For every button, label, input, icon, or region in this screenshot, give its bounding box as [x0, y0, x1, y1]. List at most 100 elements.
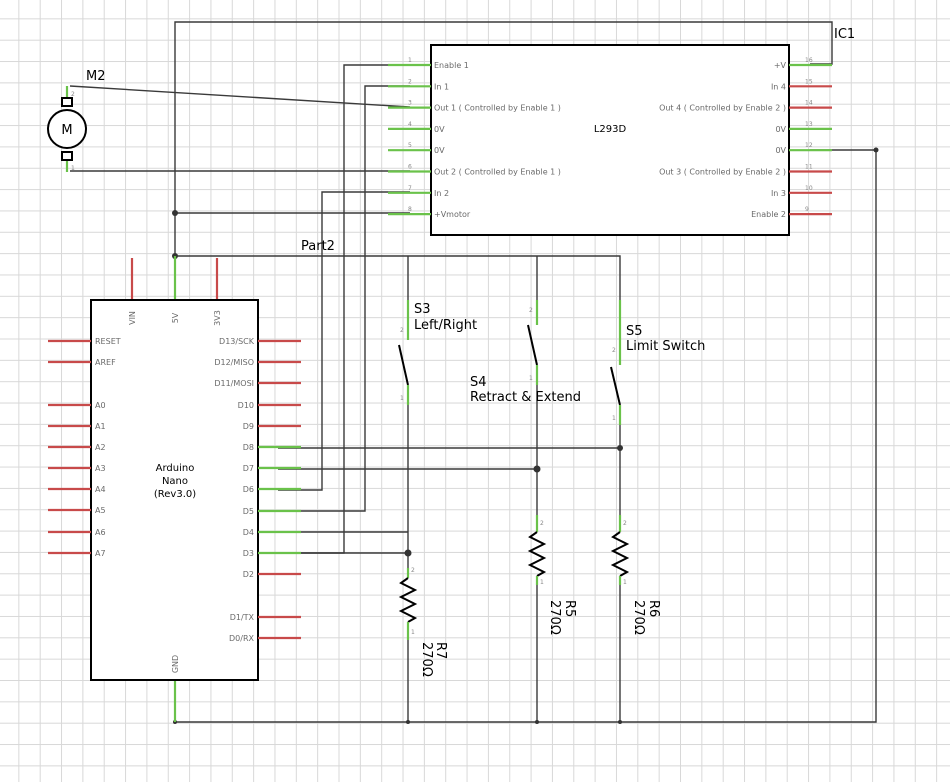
ic1-left-pin-label: 0V [434, 125, 445, 134]
ic1-left-pin-label: In 2 [434, 189, 449, 198]
motor-terminal-top [61, 97, 73, 107]
motor-symbol: M [61, 123, 72, 138]
s5-pin-num-bottom: 1 [612, 415, 616, 422]
ic1-right-pin-num: 9 [805, 206, 809, 213]
r6-pin-num-top: 2 [623, 520, 627, 527]
junction-dot [406, 720, 410, 724]
ic1-left-pin-num: 5 [408, 142, 412, 149]
r5-value-label: 270Ω [547, 600, 562, 635]
ic1-ref-label: IC1 [834, 27, 855, 42]
wire-enable1[interactable] [278, 64, 410, 554]
arduino-left-pin-label: A2 [95, 443, 106, 452]
ic1-right-pin-label: Out 3 ( Controlled by Enable 2 ) [659, 168, 786, 177]
arduino-right-pin-label: D13/SCK [219, 337, 255, 346]
motor-circle [47, 109, 87, 149]
s3-pin-num-top: 2 [400, 327, 404, 334]
arduino-right-pin-label: D1/TX [230, 613, 255, 622]
arduino-left-pin-label: A1 [95, 422, 106, 431]
switch-s4[interactable]: 2 1 S4 Retract & Extend [470, 300, 581, 405]
s4-pin-num-top: 2 [529, 307, 533, 314]
r6-ref-label: R6 [646, 600, 661, 617]
ic1-left-pin-label: Out 2 ( Controlled by Enable 1 ) [434, 168, 561, 177]
arduino-right-pin-label: D7 [243, 464, 254, 473]
junction-dot [617, 445, 623, 451]
resistor-r5[interactable]: 2 1 R5 270Ω [527, 515, 577, 635]
junction-dot [533, 465, 541, 473]
arduino-right-pin-label: D6 [243, 485, 254, 494]
ic1-right-pin-num: 16 [805, 57, 813, 64]
r5-zigzag [527, 531, 547, 577]
ic1-right-pin-num: 10 [805, 185, 813, 192]
s3-desc-label: Left/Right [414, 318, 477, 333]
junction-dot [172, 210, 178, 216]
r7-pin-num-bottom: 1 [411, 629, 415, 636]
ic1-left-pin-num: 2 [408, 78, 412, 85]
wire-out1[interactable] [69, 85, 411, 108]
r7-ref-label: R7 [433, 642, 448, 659]
arduino-left-pin-label: A3 [95, 464, 106, 473]
arduino-nano[interactable]: Part2 VIN 5V 3V3 GND Arduino Nano (Rev3.… [48, 239, 335, 722]
motor-terminal-bottom [61, 151, 73, 161]
r7-zigzag [398, 577, 418, 623]
s5-desc-label: Limit Switch [626, 339, 705, 354]
ic1-name-label: L293D [594, 124, 627, 135]
wire-in1[interactable] [278, 85, 410, 512]
wire-5v-switches[interactable] [175, 255, 621, 300]
ic1-right-pin-label: In 4 [771, 82, 786, 91]
s3-lever [398, 344, 409, 386]
s5-lever [610, 366, 621, 406]
ic1-body[interactable] [430, 44, 790, 236]
s4-pin-num-bottom: 1 [529, 375, 533, 382]
switch-s5[interactable]: 2 1 S5 Limit Switch [610, 300, 705, 425]
arduino-top-pin-label: 3V3 [213, 310, 222, 326]
arduino-left-pin-label: RESET [95, 337, 121, 346]
ic1-left-pin-num: 3 [408, 100, 412, 107]
arduino-top-pin-label: 5V [171, 312, 180, 323]
arduino-right-pin-label: D9 [243, 422, 254, 431]
ic1-left-pin-num: 4 [408, 121, 412, 128]
arduino-ref-label: Part2 [301, 239, 335, 254]
ic1-left-pin-label: Out 1 ( Controlled by Enable 1 ) [434, 104, 561, 113]
wire-gnd-rail[interactable] [175, 149, 877, 723]
ic1-right-pin-label: 0V [775, 146, 786, 155]
arduino-right-pin-label: D10 [238, 401, 254, 410]
arduino-right-pin-label: D2 [243, 570, 254, 579]
arduino-bottom-pin-label: GND [171, 655, 180, 673]
r6-zigzag [610, 531, 630, 577]
ic1-right-pin-num: 15 [805, 78, 813, 85]
s4-desc-label: Retract & Extend [470, 390, 581, 405]
junction-dot [404, 549, 412, 557]
ic1-right-pin-label: 0V [775, 125, 786, 134]
r7-value-label: 270Ω [419, 642, 434, 677]
switch-s3[interactable]: 2 1 S3 Left/Right [398, 300, 477, 405]
ic1-left-pin-label: Enable 1 [434, 61, 469, 70]
arduino-left-pin-label: A0 [95, 401, 106, 410]
ic1-right-pin-label: In 3 [771, 189, 786, 198]
ic1-right-pin-num: 14 [805, 100, 813, 107]
arduino-right-pin-label: D5 [243, 507, 254, 516]
ic1-right-pin-label: Out 4 ( Controlled by Enable 2 ) [659, 104, 786, 113]
arduino-name-line1: Arduino [156, 463, 195, 474]
motor-m2[interactable]: M2 2 1 M [47, 69, 106, 172]
ic1-right-pin-label: +V [774, 61, 787, 70]
arduino-right-pin-label: D8 [243, 443, 254, 452]
arduino-right-pins: D13/SCKD12/MISOD11/MOSID10D9D8D7D6D5D4D3… [214, 337, 301, 643]
ic1-left-pin-label: +Vmotor [434, 210, 471, 219]
resistor-r7[interactable]: 2 1 R7 270Ω [398, 567, 448, 677]
ic1-left-pin-num: 7 [408, 185, 412, 192]
resistor-r6[interactable]: 2 1 R6 270Ω [610, 515, 661, 635]
arduino-name-line3: (Rev3.0) [154, 489, 196, 500]
s4-lever [527, 324, 538, 366]
r7-pin-num-top: 2 [411, 567, 415, 574]
arduino-right-pin-label: D3 [243, 549, 254, 558]
r5-pin-num-bottom: 1 [540, 579, 544, 586]
junction-dot [535, 720, 539, 724]
ic1-left-pin-num: 6 [408, 164, 412, 171]
motor-pin-num-top: 2 [71, 91, 75, 98]
s5-ref-label: S5 [626, 324, 643, 339]
r5-ref-label: R5 [562, 600, 577, 617]
